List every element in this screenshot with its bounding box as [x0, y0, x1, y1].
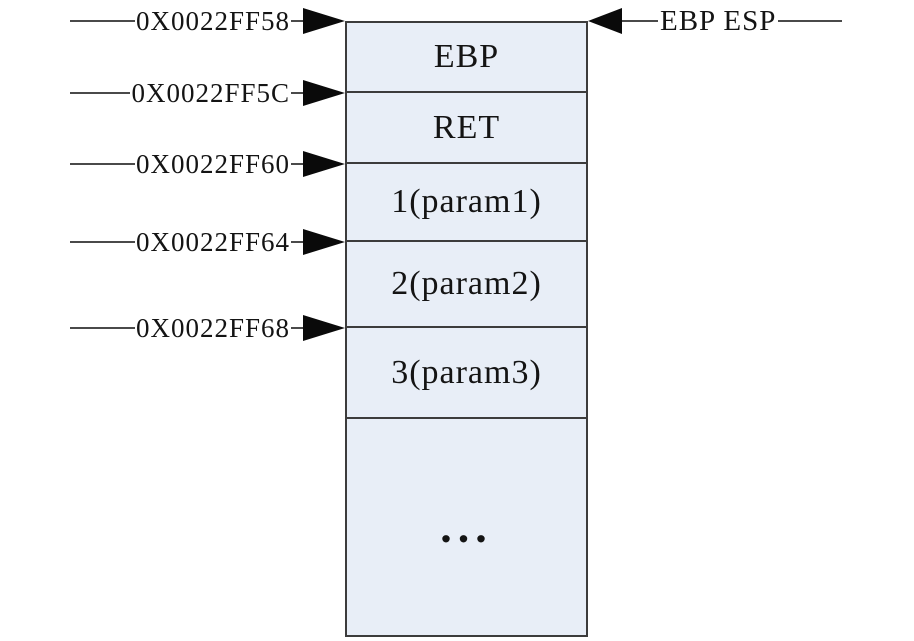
connector-line [291, 92, 303, 94]
address-label: 0X0022FF68 [135, 312, 290, 343]
arrow-right-icon [303, 151, 345, 177]
stack-cell-label: 3(param3) [391, 353, 542, 391]
address-row: 0X0022FF60 [70, 148, 345, 179]
address-label: 0X0022FF64 [135, 226, 290, 257]
connector-line [70, 327, 135, 329]
connector-line [291, 163, 303, 165]
address-row: 0X0022FF64 [70, 226, 345, 257]
arrow-left-icon [588, 8, 622, 34]
stack-cell-label: RET [432, 108, 501, 146]
connector-line [291, 327, 303, 329]
address-row: 0X0022FF68 [70, 312, 345, 343]
stack-cell-param1: 1(param1) [347, 164, 586, 242]
connector-line [70, 20, 135, 22]
arrow-right-icon [303, 8, 345, 34]
connector-line [70, 163, 135, 165]
connector-line [778, 20, 842, 22]
stack-cell-param3: 3(param3) [347, 328, 586, 419]
stack-cell-ellipsis: ... [440, 501, 493, 552]
stack-cell-ebp: EBP [347, 23, 586, 93]
connector-line [622, 20, 658, 22]
stack-cell-param2: 2(param2) [347, 242, 586, 328]
stack-cell-label: 2(param2) [391, 265, 542, 302]
stack-box: EBP RET 1(param1) 2(param2) 3(param3) ..… [345, 21, 588, 637]
address-row: 0X0022FF5C [70, 77, 345, 108]
stack-cell-ret: RET [347, 93, 586, 164]
connector-line [70, 241, 135, 243]
address-label: 0X0022FF5C [131, 77, 290, 108]
pointer-row: EBP ESP [588, 4, 842, 37]
arrow-right-icon [303, 80, 345, 106]
connector-line [291, 20, 303, 22]
address-label: 0X0022FF60 [135, 148, 290, 179]
stack-cell-label: EBP [433, 38, 500, 75]
arrow-right-icon [303, 315, 345, 341]
pointer-label: EBP ESP [660, 4, 777, 37]
address-label: 0X0022FF58 [135, 5, 290, 36]
connector-line [70, 92, 131, 94]
connector-line [291, 241, 303, 243]
stack-cell-label: 1(param1) [391, 183, 542, 220]
arrow-right-icon [303, 229, 345, 255]
address-row: 0X0022FF58 [70, 5, 345, 36]
